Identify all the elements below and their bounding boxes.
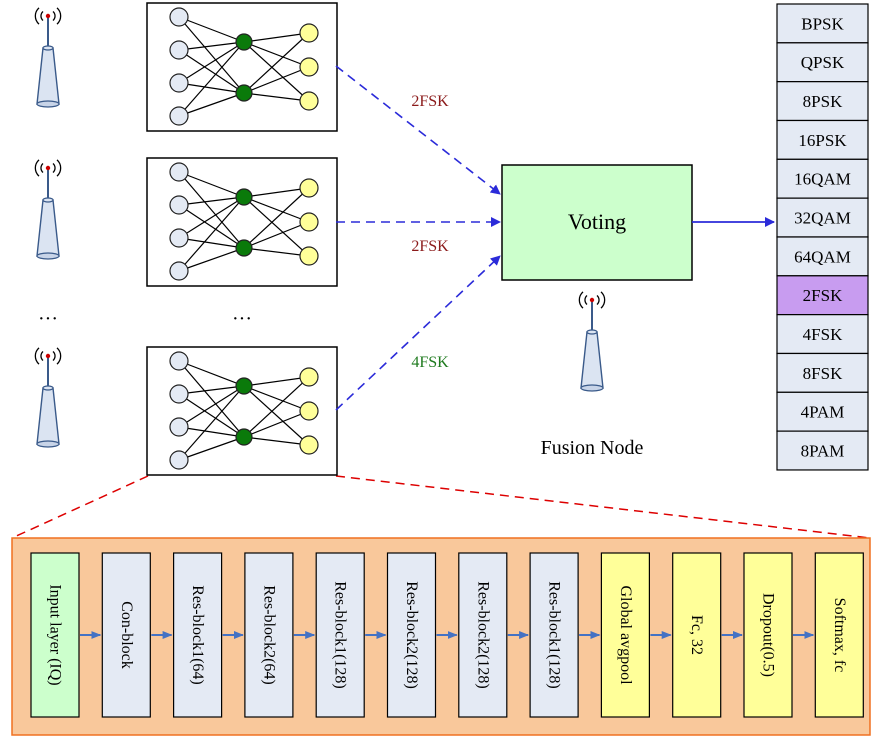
pipeline-block-label: Res-block1(128) xyxy=(332,581,349,689)
ellipsis-antennas: ··· xyxy=(38,308,58,330)
pipeline-block xyxy=(173,552,223,718)
class-label: 32QAM xyxy=(794,209,851,228)
pipeline-block-label: Res-block2(128) xyxy=(403,581,420,689)
link-label-1: 2FSK xyxy=(411,93,449,110)
pipeline-block xyxy=(814,552,864,718)
pipeline-block xyxy=(458,552,508,718)
antenna-icon xyxy=(34,7,62,108)
class-label: 8PSK xyxy=(803,92,843,111)
pipeline-block-label: Res-block1(64) xyxy=(189,585,206,685)
link-label-2: 2FSK xyxy=(411,238,449,255)
class-item xyxy=(776,3,869,44)
class-item xyxy=(776,391,869,432)
link-arrow-3 xyxy=(335,255,501,411)
pipeline-block xyxy=(386,552,437,718)
class-item xyxy=(776,42,869,83)
pipeline-container xyxy=(11,537,871,736)
antenna-icon xyxy=(34,159,62,260)
pipeline-block xyxy=(672,552,722,718)
class-item xyxy=(776,314,869,355)
ellipsis-networks: ··· xyxy=(232,308,252,330)
pipeline-block xyxy=(529,552,579,718)
pipeline-block-label: Res-block2(64) xyxy=(260,585,277,685)
class-item xyxy=(776,430,869,471)
class-label: 8FSK xyxy=(803,364,843,383)
neural-network-icon xyxy=(146,157,338,287)
class-label: 16QAM xyxy=(794,170,851,189)
class-label: 64QAM xyxy=(794,247,851,266)
pipeline-block-label: Dropout(0.5) xyxy=(760,593,777,677)
pipeline-block xyxy=(30,552,80,718)
neural-network-icon xyxy=(146,346,338,476)
neural-network-icon xyxy=(146,2,338,132)
class-label: QPSK xyxy=(801,53,845,72)
class-item xyxy=(776,119,869,160)
class-label: 2FSK xyxy=(803,286,843,305)
pipeline-block-label: Fc, 32 xyxy=(688,615,705,655)
antenna-icon xyxy=(34,347,62,448)
pipeline-block-label: Con-block xyxy=(118,601,135,669)
antenna-icon xyxy=(578,291,606,392)
modulation-class-list: BPSK QPSK 8PSK 16PSK 16QAM 32QAM 64QAM 2FSK 4FSK… xyxy=(776,3,869,471)
pipeline-block xyxy=(315,552,365,718)
voting-label: Voting xyxy=(568,209,626,234)
zoom-line-right xyxy=(335,475,871,539)
class-item xyxy=(776,236,869,277)
voting-box xyxy=(501,164,693,281)
pipeline-block xyxy=(743,552,793,718)
class-item xyxy=(776,81,869,122)
link-arrow-1 xyxy=(335,65,501,195)
class-label: 4FSK xyxy=(803,325,843,344)
pipeline-block-label: Global avgpool xyxy=(617,585,634,685)
class-item xyxy=(776,275,869,316)
class-label: BPSK xyxy=(801,14,844,33)
pipeline-block-label: Softmax, fc xyxy=(831,598,848,673)
pipeline-block xyxy=(244,552,294,718)
class-item xyxy=(776,197,869,238)
pipeline-block-label: Res-block1(128) xyxy=(546,581,563,689)
class-label: 8PAM xyxy=(801,442,845,461)
fusion-node-label: Fusion Node xyxy=(541,437,644,459)
link-label-3: 4FSK xyxy=(411,354,449,371)
pipeline-block-label: Res-block2(128) xyxy=(474,581,491,689)
class-item xyxy=(776,158,869,199)
zoom-line-left xyxy=(11,475,149,539)
class-label: 16PSK xyxy=(798,131,847,150)
pipeline-block xyxy=(600,552,651,718)
class-label: 4PAM xyxy=(801,403,845,422)
pipeline-block-label: Input layer (IQ) xyxy=(47,584,64,685)
pipeline-block xyxy=(101,552,151,718)
pipeline-blocks: Input layer (IQ) Con-block Res-block1(64) R… xyxy=(30,552,864,718)
